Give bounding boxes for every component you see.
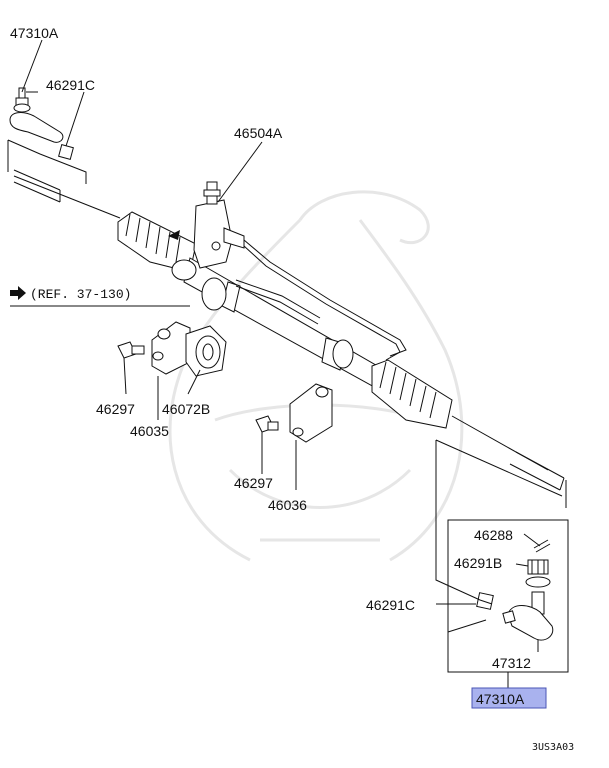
label-47312[interactable]: 47312 — [492, 655, 531, 671]
label-46297-left[interactable]: 46297 — [96, 401, 135, 417]
label-46291c-top[interactable]: 46291C — [46, 77, 95, 93]
tie-rod-end-kit — [447, 519, 569, 673]
label-46035[interactable]: 46035 — [130, 423, 169, 439]
label-46036[interactable]: 46036 — [268, 497, 307, 513]
right-arrow-icon — [10, 286, 26, 300]
label-47310a-top[interactable]: 47310A — [10, 25, 59, 41]
reference-link[interactable]: (REF. 37-130) — [30, 287, 131, 302]
leader-lines — [10, 39, 568, 688]
clamp-bracket-left — [117, 321, 227, 377]
diagram-code: 3US3A03 — [532, 742, 574, 753]
label-46072b[interactable]: 46072B — [162, 401, 210, 417]
highlight-box — [471, 687, 547, 709]
label-46288[interactable]: 46288 — [474, 527, 513, 543]
clamp-bracket-right — [255, 383, 333, 443]
label-46291c-bottom[interactable]: 46291C — [366, 597, 415, 613]
tie-rod-end-top — [7, 87, 87, 184]
steering-rack-assembly — [13, 169, 565, 491]
label-46297-mid[interactable]: 46297 — [234, 475, 273, 491]
label-47310a-bottom[interactable]: 47310A — [476, 691, 525, 707]
label-46504a[interactable]: 46504A — [234, 125, 283, 141]
label-46291b[interactable]: 46291B — [454, 555, 502, 571]
